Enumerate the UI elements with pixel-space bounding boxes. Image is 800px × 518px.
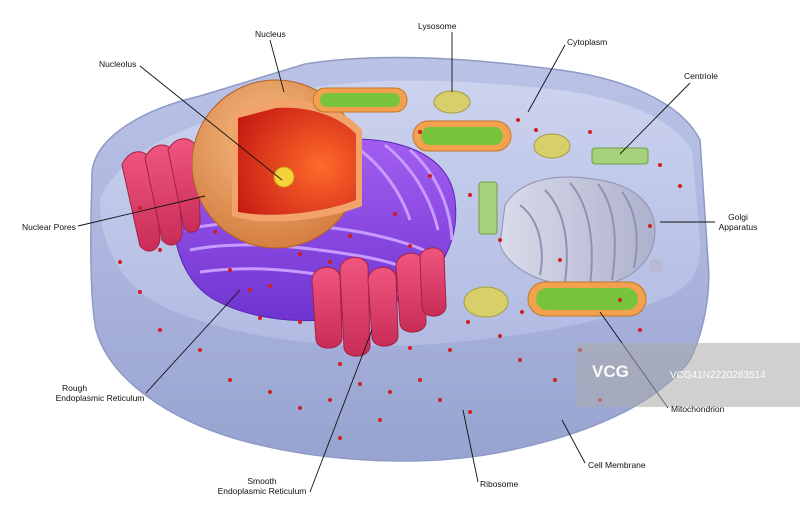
nucleolus xyxy=(273,166,295,188)
label-rough-er-line2: Endoplasmic Reticulum xyxy=(55,393,145,403)
nucleus xyxy=(191,79,362,249)
golgi-apparatus xyxy=(499,176,663,287)
leader-cell-membrane xyxy=(561,419,586,464)
label-smooth-er: Smooth Endoplasmic Reticulum xyxy=(214,476,310,496)
leader-ribosome xyxy=(462,409,479,483)
lysosomes xyxy=(433,90,571,318)
leader-smooth-er xyxy=(309,329,373,493)
label-lysosome: Lysosome xyxy=(418,21,457,31)
label-rough-er: Rough Endoplasmic Reticulum xyxy=(52,383,148,403)
leader-lines xyxy=(77,32,715,493)
watermark-box xyxy=(577,343,800,407)
label-nuclear-pores: Nuclear Pores xyxy=(22,222,76,232)
label-centriole: Centriole xyxy=(684,71,719,81)
leader-rough-er xyxy=(145,289,241,394)
leader-nucleus xyxy=(269,39,285,93)
label-nucleolus: Nucleolus xyxy=(99,59,137,69)
label-smooth-er-line1: Smooth xyxy=(247,476,277,486)
leader-nucleolus xyxy=(139,65,283,181)
watermark-id: VCG41N2220283514 xyxy=(670,370,766,381)
centrioles xyxy=(478,147,649,235)
mitochondrion-bottom xyxy=(527,281,647,317)
label-nucleus: Nucleus xyxy=(255,29,286,39)
label-cell-membrane: Cell Membrane xyxy=(588,460,646,470)
leader-centriole xyxy=(619,82,691,155)
mitochondrion-top xyxy=(312,87,408,113)
label-golgi-apparatus: Golgi Apparatus xyxy=(718,212,758,232)
label-mitochondrion: Mitochondrion xyxy=(671,404,725,414)
label-smooth-er-line2: Endoplasmic Reticulum xyxy=(217,486,307,496)
label-golgi-line1: Golgi xyxy=(728,212,748,222)
nuclear-pores-stack xyxy=(121,138,201,252)
label-golgi-line2: Apparatus xyxy=(718,222,758,232)
label-ribosome: Ribosome xyxy=(480,479,519,489)
leader-cytoplasm xyxy=(527,44,566,113)
label-cytoplasm: Cytoplasm xyxy=(567,37,608,47)
mitochondrion-middle xyxy=(412,120,512,152)
label-rough-er-line1: Rough xyxy=(62,383,88,393)
watermark-logo: VCG xyxy=(592,362,629,381)
leader-nuclear-pores xyxy=(77,195,206,227)
ribosomes xyxy=(118,118,682,440)
smooth-endoplasmic-reticulum xyxy=(311,247,447,357)
